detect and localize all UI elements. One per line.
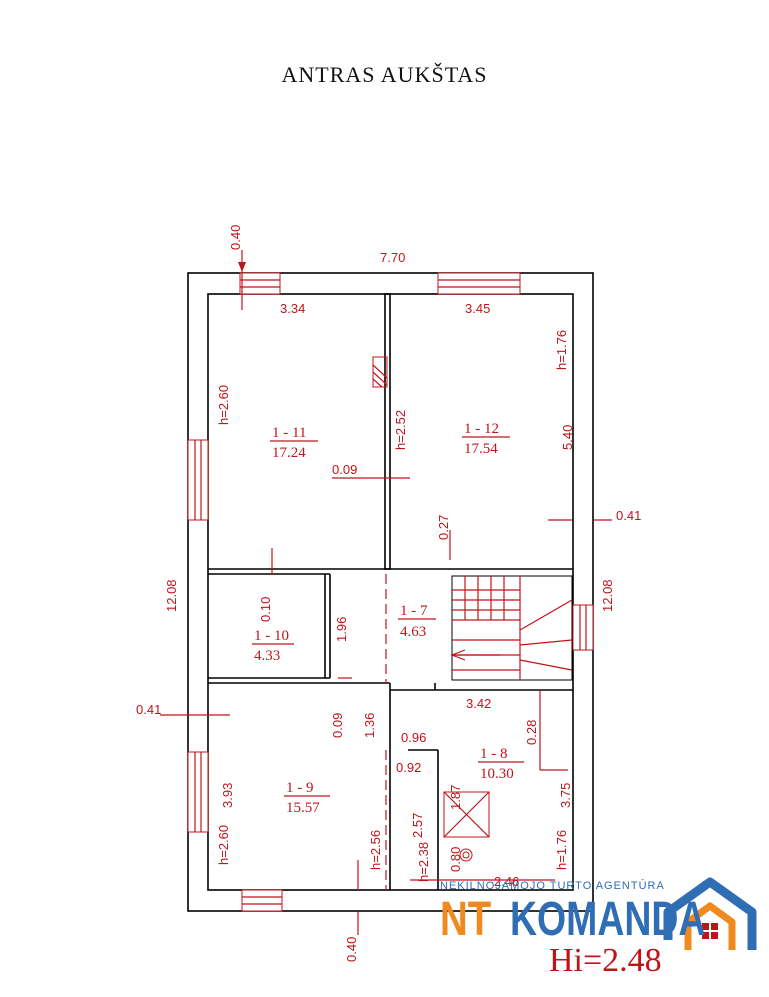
room-area: 10.30 <box>480 766 514 782</box>
room-id: 1 - 7 <box>400 603 428 619</box>
dim-009-b: 0.09 <box>330 713 345 738</box>
dim-342: 3.42 <box>466 696 491 711</box>
room-1-9: 1 - 9 15.57 <box>284 780 330 816</box>
window-left-upper <box>187 439 209 521</box>
window-left-lower <box>187 751 209 833</box>
dim-187: 1.87 <box>448 785 463 810</box>
room-1-12: 1 - 12 17.54 <box>462 421 510 457</box>
dim-092: 0.92 <box>396 760 421 775</box>
window-right <box>572 604 594 651</box>
window-bottom <box>241 889 283 912</box>
room-area: 15.57 <box>286 800 320 816</box>
room-id: 1 - 12 <box>464 421 499 437</box>
window-top-right <box>437 272 521 295</box>
dim-257: 2.57 <box>410 813 425 838</box>
dimension-marks <box>160 250 612 935</box>
room-1-11: 1 - 11 17.24 <box>270 425 318 461</box>
dim-041-right: 0.41 <box>616 508 641 523</box>
house-logo-icon <box>663 877 757 950</box>
chimney-icon <box>372 356 388 388</box>
dim-h252: h=2.52 <box>393 410 408 450</box>
stairs-icon <box>450 575 573 681</box>
room-area: 4.33 <box>254 648 280 664</box>
room-area: 4.63 <box>400 624 426 640</box>
dim-h176-bottom: h=1.76 <box>554 830 569 870</box>
shower-icon <box>443 791 490 862</box>
room-1-10: 1 - 10 4.33 <box>252 628 294 664</box>
wall-between-11-12 <box>384 293 391 570</box>
dim-h238: h=2.38 <box>416 842 431 882</box>
dim-h176-top: h=1.76 <box>554 330 569 370</box>
dim-196: 1.96 <box>334 617 349 642</box>
dim-room12-width: 3.45 <box>465 301 490 316</box>
room-area: 17.54 <box>464 441 498 457</box>
agency-brand-nt: NT <box>440 893 492 946</box>
dim-096: 0.96 <box>401 730 426 745</box>
dim-h256: h=2.56 <box>368 830 383 870</box>
dim-1208-left: 12.08 <box>164 579 179 612</box>
room-id: 1 - 9 <box>286 780 314 796</box>
dim-028: 0.28 <box>524 720 539 745</box>
window-top-left <box>239 272 281 295</box>
room-id: 1 - 11 <box>272 425 306 441</box>
room-area: 17.24 <box>272 445 306 461</box>
page-title: ANTRAS AUKŠTAS <box>281 62 488 87</box>
dim-wall-top: 0.40 <box>228 225 243 250</box>
room-id: 1 - 10 <box>254 628 289 644</box>
dim-top-width: 7.70 <box>380 250 405 265</box>
agency-brand-komanda: KOMANDA <box>510 893 706 946</box>
dim-540: 5.40 <box>560 425 575 450</box>
room-id: 1 - 8 <box>480 746 508 762</box>
room-1-7: 1 - 7 4.63 <box>398 603 436 640</box>
dim-393: 3.93 <box>220 783 235 808</box>
dim-wall-bottom: 0.40 <box>344 937 359 962</box>
dim-246: 2.46 <box>494 874 519 889</box>
dim-room11-width: 3.34 <box>280 301 305 316</box>
ceiling-height: Hi=2.48 <box>549 942 662 979</box>
dim-080: 0.80 <box>448 847 463 872</box>
agency-subtitle: NEKILNOJAMOJO TURTO AGENTŪRA <box>440 880 665 892</box>
dim-010: 0.10 <box>258 597 273 622</box>
dim-h260-bottom: h=2.60 <box>216 825 231 865</box>
dim-009-a: 0.09 <box>332 462 357 477</box>
dim-027: 0.27 <box>436 515 451 540</box>
dim-375: 3.75 <box>558 783 573 808</box>
room-1-8: 1 - 8 10.30 <box>478 746 524 782</box>
dim-136: 1.36 <box>362 713 377 738</box>
dim-h260-left: h=2.60 <box>216 385 231 425</box>
dim-1208-right: 12.08 <box>600 579 615 612</box>
outer-wall-outer <box>187 272 594 912</box>
dim-041-left: 0.41 <box>136 702 161 717</box>
